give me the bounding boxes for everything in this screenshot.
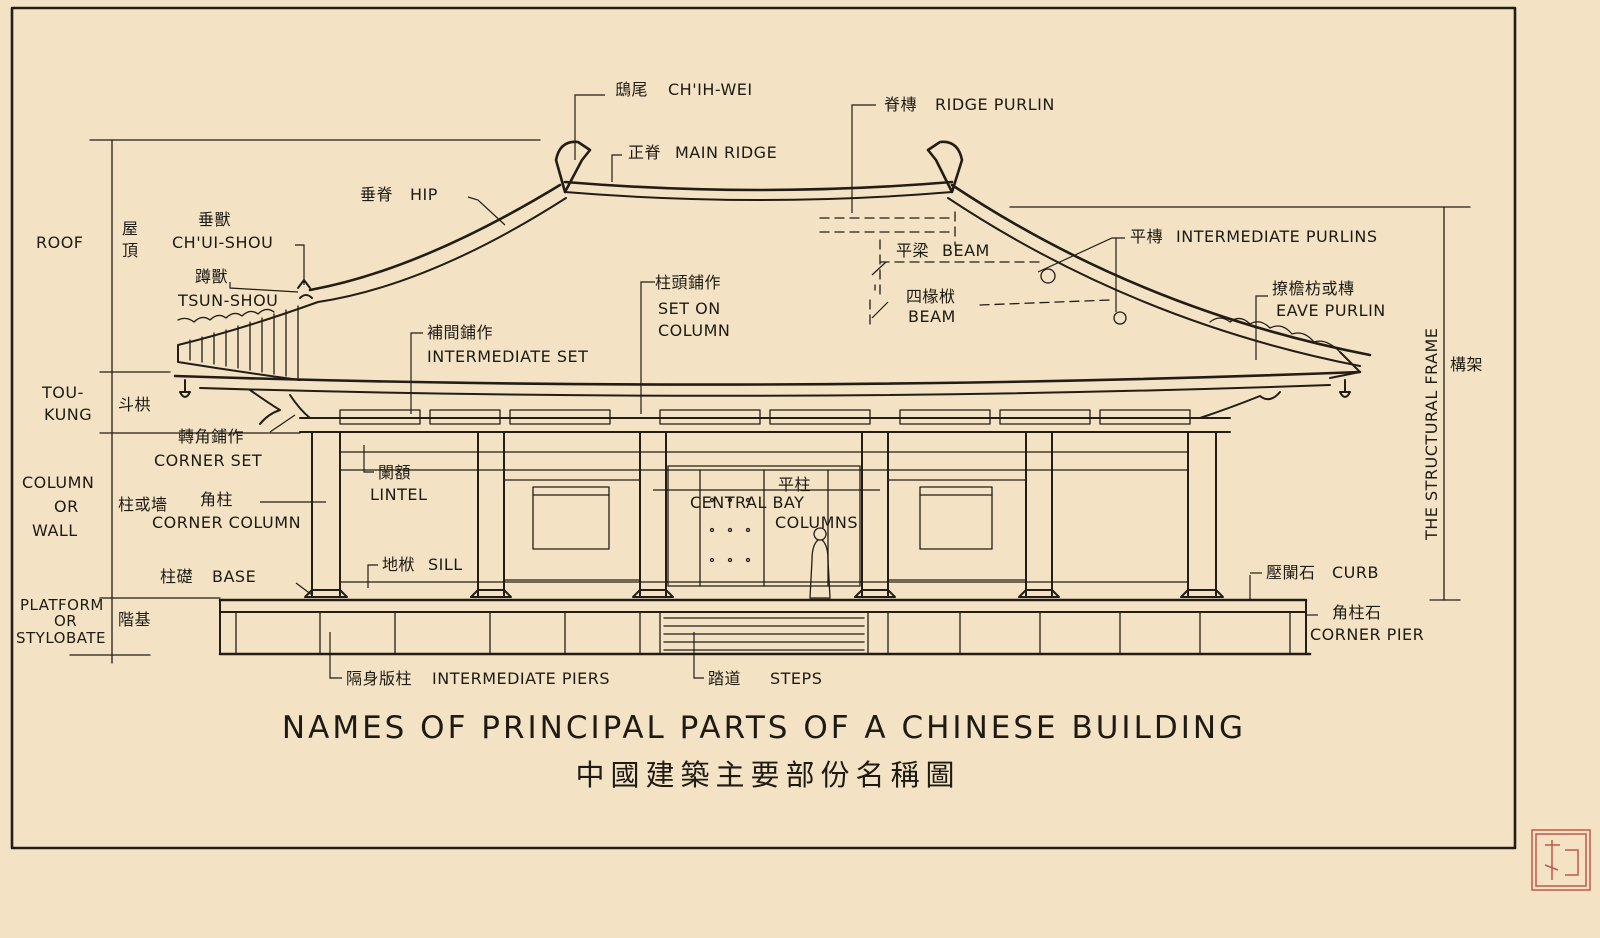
label-set-on-column-cn: 柱頭鋪作 bbox=[655, 273, 721, 292]
label-chih-wei-cn: 鴟尾 bbox=[615, 80, 648, 99]
roof-label-cn-1: 屋 bbox=[122, 219, 139, 238]
label-intermediate-purlins: INTERMEDIATE PURLINS bbox=[1176, 227, 1378, 246]
label-ping-liang-cn: 平梁 bbox=[896, 241, 929, 260]
label-ssu-chuan-cn: 四椽栿 bbox=[906, 287, 956, 306]
roof-label: ROOF bbox=[36, 233, 84, 252]
label-chui-shou: CH'UI-SHOU bbox=[172, 233, 273, 252]
label-sill-cn: 地栿 bbox=[382, 555, 415, 574]
label-eave-purlin-cn: 撩檐枋或槫 bbox=[1272, 279, 1355, 298]
hip-right bbox=[950, 183, 1372, 357]
label-main-ridge: MAIN RIDGE bbox=[675, 143, 777, 162]
structural-frame-label: THE STRUCTURAL FRAME bbox=[1422, 328, 1441, 541]
column-label-2: OR bbox=[54, 497, 79, 516]
label-corner-set: CORNER SET bbox=[154, 451, 262, 470]
label-corner-column-cn: 角柱 bbox=[200, 490, 233, 509]
column-label-3: WALL bbox=[32, 521, 78, 540]
chih-wei-left bbox=[554, 140, 592, 194]
hip-left bbox=[308, 183, 562, 292]
label-intermediate-purlins-cn: 平槫 bbox=[1130, 227, 1163, 246]
toukung-label-2: KUNG bbox=[44, 405, 92, 424]
label-lintel-cn: 闌額 bbox=[378, 463, 411, 482]
label-hip-cn: 垂脊 bbox=[360, 185, 393, 204]
label-main-ridge-cn: 正脊 bbox=[628, 143, 661, 162]
label-corner-column: CORNER COLUMN bbox=[152, 513, 301, 532]
label-tsun-shou: TSUN-SHOU bbox=[177, 291, 278, 310]
eave-line bbox=[173, 370, 1362, 386]
label-chih-wei: CH'IH-WEI bbox=[668, 80, 753, 99]
roof-label-cn-2: 頂 bbox=[122, 241, 139, 260]
label-corner-pier: CORNER PIER bbox=[1310, 625, 1424, 644]
roof bbox=[173, 140, 1372, 398]
structural-frame-label-cn: 構架 bbox=[1450, 355, 1483, 374]
label-set-on-column-2: COLUMN bbox=[658, 321, 730, 340]
label-base-cn: 柱礎 bbox=[160, 567, 193, 586]
label-intermediate-set-cn: 補間鋪作 bbox=[427, 323, 493, 342]
toukung-band bbox=[249, 389, 1281, 433]
chih-wei-right bbox=[926, 140, 964, 194]
structural-frame-dashed bbox=[819, 211, 1127, 331]
column-label-1: COLUMN bbox=[22, 473, 94, 492]
column-label-cn: 柱或墻 bbox=[118, 495, 168, 514]
label-ridge-purlin: RIDGE PURLIN bbox=[935, 95, 1055, 114]
label-lintel: LINTEL bbox=[370, 485, 427, 504]
platform bbox=[218, 598, 1312, 656]
platform-label-3: STYLOBATE bbox=[16, 629, 106, 647]
diagram-title-cn: 中國建築主要部份名稱圖 bbox=[575, 758, 960, 792]
platform-label-2: OR bbox=[54, 612, 77, 630]
human-figure bbox=[809, 527, 831, 599]
label-eave-purlin: EAVE PURLIN bbox=[1276, 301, 1386, 320]
walls bbox=[339, 451, 1189, 599]
label-central-bay-1: CENTRAL BAY bbox=[690, 493, 804, 512]
left-dimension-scale bbox=[69, 139, 541, 664]
label-chui-shou-cn: 垂獸 bbox=[198, 210, 231, 229]
label-base: BASE bbox=[212, 567, 256, 586]
label-steps-cn: 踏道 bbox=[708, 669, 741, 688]
label-intermediate-set: INTERMEDIATE SET bbox=[427, 347, 588, 366]
label-central-bay-2: COLUMNS bbox=[775, 513, 858, 532]
toukung-label-1: TOU- bbox=[41, 383, 84, 402]
label-intermediate-piers: INTERMEDIATE PIERS bbox=[432, 669, 610, 688]
label-intermediate-piers-cn: 隔身版柱 bbox=[346, 669, 412, 688]
right-dimension-scale bbox=[1009, 206, 1471, 601]
label-ping-liang: BEAM bbox=[942, 241, 990, 260]
main-ridge-line bbox=[563, 180, 954, 192]
toukung-label-cn: 斗栱 bbox=[118, 395, 151, 414]
label-set-on-column-1: SET ON bbox=[658, 299, 721, 318]
label-ridge-purlin-cn: 脊槫 bbox=[884, 95, 917, 114]
label-corner-set-cn: 轉角鋪作 bbox=[178, 427, 244, 446]
label-hip: HIP bbox=[410, 185, 438, 204]
label-ssu-chuan: BEAM bbox=[908, 307, 956, 326]
red-seal-stamp bbox=[1531, 829, 1591, 891]
platform-label-1: PLATFORM bbox=[20, 596, 104, 614]
label-sill: SILL bbox=[428, 555, 463, 574]
platform-label-cn: 階基 bbox=[118, 610, 151, 629]
label-central-bay-cn: 平柱 bbox=[778, 475, 811, 494]
label-steps: STEPS bbox=[770, 669, 822, 688]
label-tsun-shou-cn: 蹲獸 bbox=[195, 267, 228, 286]
label-curb: CURB bbox=[1332, 563, 1379, 582]
leader-lines bbox=[229, 94, 1318, 679]
drawing-border bbox=[10, 6, 1517, 850]
label-curb-cn: 壓闌石 bbox=[1266, 563, 1316, 582]
diagram-title: NAMES OF PRINCIPAL PARTS OF A CHINESE BU… bbox=[282, 710, 1246, 746]
label-corner-pier-cn: 角柱石 bbox=[1332, 603, 1382, 622]
